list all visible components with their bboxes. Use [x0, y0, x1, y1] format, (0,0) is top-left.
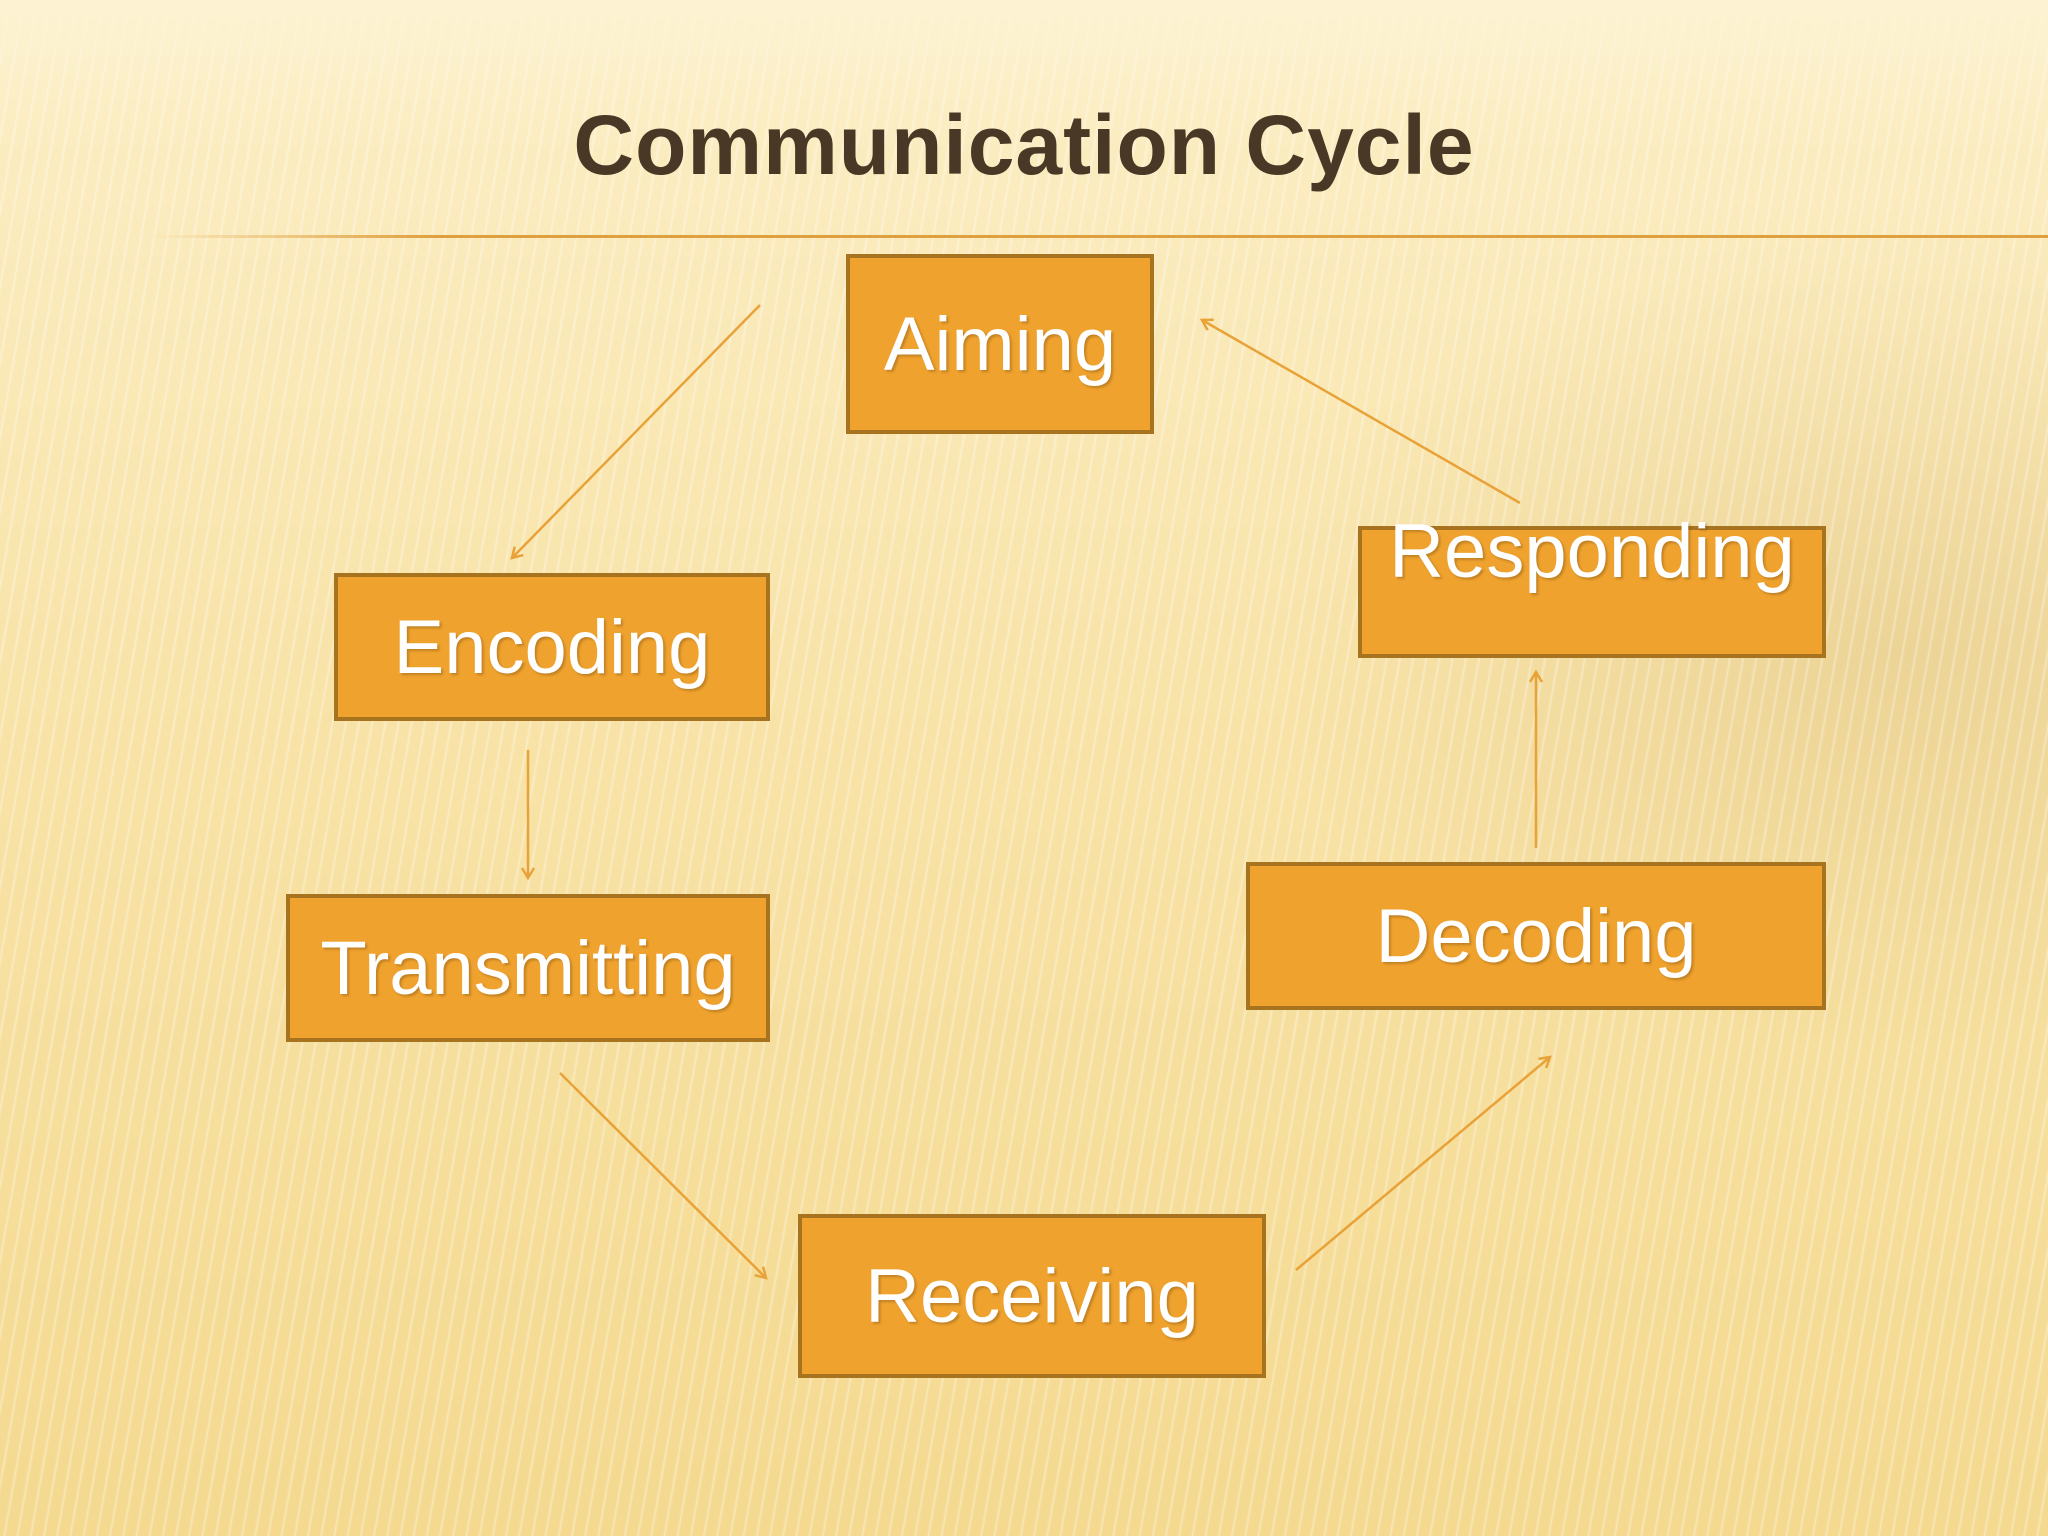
step-aiming-label: Aiming	[883, 301, 1117, 387]
step-decoding-label: Decoding	[1375, 893, 1697, 979]
step-decoding: Decoding	[1246, 862, 1826, 1010]
step-receiving: Receiving	[798, 1214, 1266, 1378]
step-receiving-label: Receiving	[865, 1253, 1199, 1339]
background-top-band	[0, 0, 2048, 95]
arrow-receiving-to-decoding	[1295, 1057, 1550, 1271]
step-encoding-label: Encoding	[393, 604, 711, 690]
slide-title: Communication Cycle	[573, 98, 1475, 192]
step-responding: Responding	[1358, 509, 1826, 658]
arrow-responding-to-aiming	[1202, 320, 1521, 505]
arrow-aiming-to-encoding	[512, 304, 761, 558]
title-underline	[150, 235, 2048, 238]
step-transmitting: Transmitting	[286, 894, 770, 1042]
step-encoding: Encoding	[334, 573, 770, 721]
step-responding-label: Responding	[1389, 509, 1795, 594]
arrow-transmitting-to-receiving	[559, 1072, 766, 1278]
step-transmitting-label: Transmitting	[320, 925, 736, 1011]
step-aiming: Aiming	[846, 254, 1154, 434]
